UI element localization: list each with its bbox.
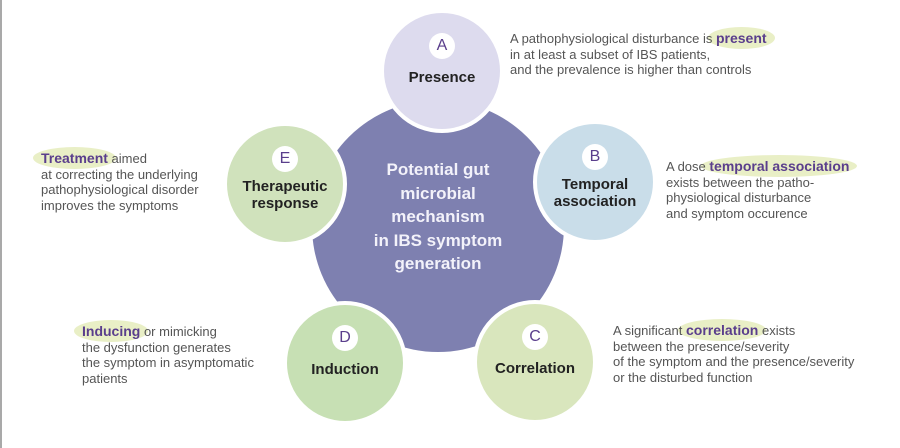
left-border: [0, 0, 2, 448]
central-title-line: microbial: [400, 183, 476, 203]
description-line: in at least a subset of IBS patients,: [510, 46, 711, 62]
node-label: Temporal association: [537, 176, 653, 210]
description-text: A significant: [613, 323, 686, 338]
description-temporal-association: A dose temporal association exists betwe…: [666, 158, 850, 221]
description-line: or the disturbed function: [613, 369, 753, 385]
node-letter-badge: E: [272, 146, 298, 172]
description-line: and the prevalence is higher than contro…: [510, 62, 752, 77]
description-presence: A pathophysiological disturbance is pres…: [510, 30, 767, 78]
node-label-line: Induction: [311, 361, 379, 378]
node-letter-badge: D: [332, 325, 358, 351]
description-first-line: A dose temporal association: [666, 158, 850, 175]
description-line: at correcting the underlying: [41, 166, 198, 182]
node-label-line: response: [251, 195, 319, 212]
description-text: A pathophysiological disturbance is: [510, 31, 716, 46]
central-title-line: Potential gut: [386, 160, 490, 179]
highlighted-keyword: correlation: [686, 322, 759, 338]
highlighted-keyword: Inducing: [82, 323, 141, 339]
node-letter-badge: B: [582, 144, 608, 170]
highlighted-keyword: temporal association: [709, 158, 850, 174]
description-line: physiological disturbance: [666, 190, 812, 205]
description-text: exists: [758, 323, 796, 338]
description-first-line: A significant correlation exists: [613, 322, 854, 339]
description-first-line: Inducing or mimicking: [82, 323, 254, 340]
description-line: improves the symptoms: [41, 197, 179, 213]
node-letter-badge: C: [522, 324, 548, 350]
description-text: aimed: [107, 151, 147, 166]
description-line: of the symptom and the presence/severity: [613, 354, 855, 369]
node-label: Therapeutic response: [227, 178, 343, 212]
node-label-line: Correlation: [494, 360, 575, 377]
description-text: A dose: [666, 159, 710, 174]
description-correlation: A significant correlation exists between…: [613, 322, 855, 385]
node-correlation: C Correlation: [473, 300, 597, 424]
description-therapeutic-response: Treatment aimed at correcting the underl…: [41, 150, 199, 213]
node-label: Correlation: [477, 360, 593, 377]
node-induction: D Induction: [283, 301, 407, 425]
central-title-line: in IBS symptom: [373, 230, 503, 250]
description-line: the dysfunction generates: [82, 339, 231, 355]
description-line: between the presence/severity: [613, 338, 790, 354]
node-presence: A Presence: [380, 9, 504, 133]
node-label: Induction: [287, 361, 403, 378]
central-title-line: generation: [394, 254, 482, 273]
description-first-line: Treatment aimed: [41, 150, 199, 167]
node-temporal-association: B Temporal association: [533, 120, 657, 244]
description-induction: Inducing or mimicking the dysfunction ge…: [82, 323, 254, 386]
node-label-line: Temporal: [561, 176, 629, 193]
description-line: and symptom occurence: [666, 205, 808, 221]
node-label: Presence: [384, 69, 500, 86]
description-line: pathophysiological disorder: [41, 182, 199, 197]
description-first-line: A pathophysiological disturbance is pres…: [510, 30, 767, 47]
central-title: Potential gut microbial mechanism in IBS…: [312, 158, 564, 276]
node-label-line: Therapeutic: [242, 178, 328, 195]
node-letter-badge: A: [429, 33, 455, 59]
description-text: or mimicking: [140, 324, 217, 339]
highlighted-keyword: present: [715, 30, 767, 46]
highlighted-keyword: Treatment: [41, 150, 108, 166]
central-title-line: mechanism: [391, 207, 485, 226]
description-line: exists between the patho-: [666, 174, 815, 190]
node-label-line: Presence: [408, 69, 476, 86]
node-label-line: association: [553, 193, 637, 210]
node-therapeutic-response: E Therapeutic response: [223, 122, 347, 246]
description-line: the symptom in asymptomatic: [82, 355, 254, 370]
description-line: patients: [82, 370, 128, 386]
